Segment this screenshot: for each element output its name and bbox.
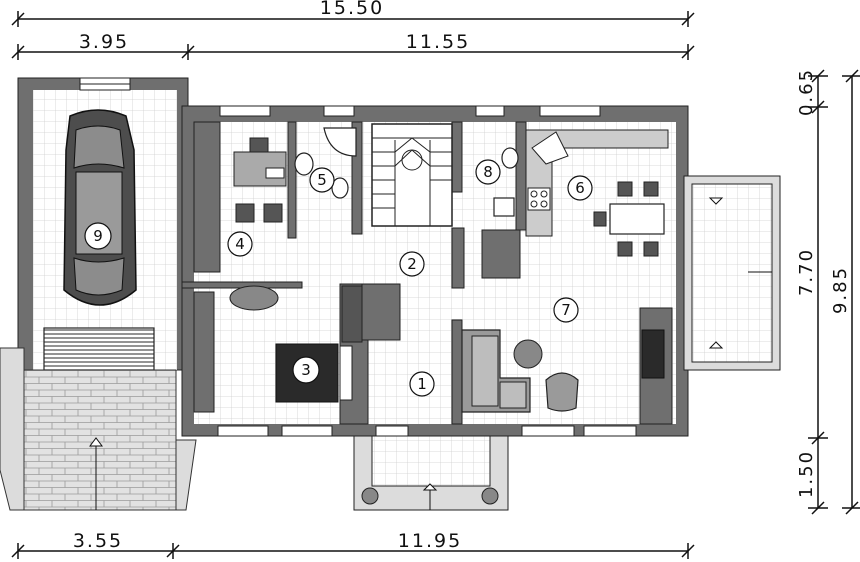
- staircase: [371, 123, 453, 227]
- bedroom: 3: [229, 285, 363, 403]
- dimension-top-split: 3.95 11.55: [11, 31, 695, 60]
- dim-right-total-label: 9.85: [830, 266, 851, 314]
- room-4-marker: [227, 231, 253, 257]
- room-2: 2: [399, 251, 425, 277]
- office-desk: [233, 137, 287, 223]
- car-icon: 9: [63, 109, 137, 306]
- dim-bottom-left-label: 3.55: [73, 530, 123, 552]
- room-6-marker: [567, 175, 593, 201]
- room-5-label: 5: [317, 171, 327, 189]
- room-8-marker: [475, 159, 501, 185]
- terrace: [683, 175, 781, 371]
- room-5-marker: [309, 167, 335, 193]
- dim-top-left-label: 3.95: [79, 31, 129, 53]
- dim-top-right-label: 11.55: [406, 31, 470, 53]
- room-1: 1: [409, 371, 435, 397]
- room-1-marker: [409, 371, 435, 397]
- dining-table: [593, 181, 665, 257]
- dimension-right-total: 9.85: [830, 69, 860, 515]
- room-4-label: 4: [235, 235, 245, 253]
- driveway: [0, 347, 197, 511]
- dim-right-top-label: 0.65: [796, 68, 817, 116]
- dimension-top-total: 15.50: [11, 0, 695, 27]
- dim-right-middle-label: 7.70: [796, 248, 817, 296]
- dim-bottom-right-label: 11.95: [398, 530, 462, 552]
- room-1-label: 1: [417, 375, 427, 393]
- room-7-label: 7: [561, 301, 571, 319]
- dim-top-total-label: 15.50: [320, 0, 384, 19]
- room-3-marker: [292, 356, 320, 384]
- room-7-marker: [553, 297, 579, 323]
- dimension-right-split: 0.65 7.70 1.50: [796, 68, 828, 515]
- bathroom-fixtures: 5: [294, 127, 357, 199]
- room-3-label: 3: [301, 361, 311, 379]
- living-room-furniture: 7: [461, 297, 665, 413]
- windows: [217, 105, 637, 437]
- room-9-marker: [84, 222, 112, 250]
- dim-right-bottom-label: 1.50: [796, 450, 817, 498]
- room-2-label: 2: [407, 255, 417, 273]
- room-9-label: 9: [93, 227, 103, 245]
- wc-fixtures: 8: [475, 147, 519, 217]
- room-4: 4: [227, 231, 253, 257]
- garage-door: [43, 327, 155, 377]
- room-6-label: 6: [575, 179, 585, 197]
- entrance-porch: [353, 435, 509, 511]
- room-8-label: 8: [483, 163, 493, 181]
- room-2-marker: [399, 251, 425, 277]
- kitchen: 6: [525, 129, 669, 237]
- dimension-bottom-split: 3.55 11.95: [11, 530, 695, 559]
